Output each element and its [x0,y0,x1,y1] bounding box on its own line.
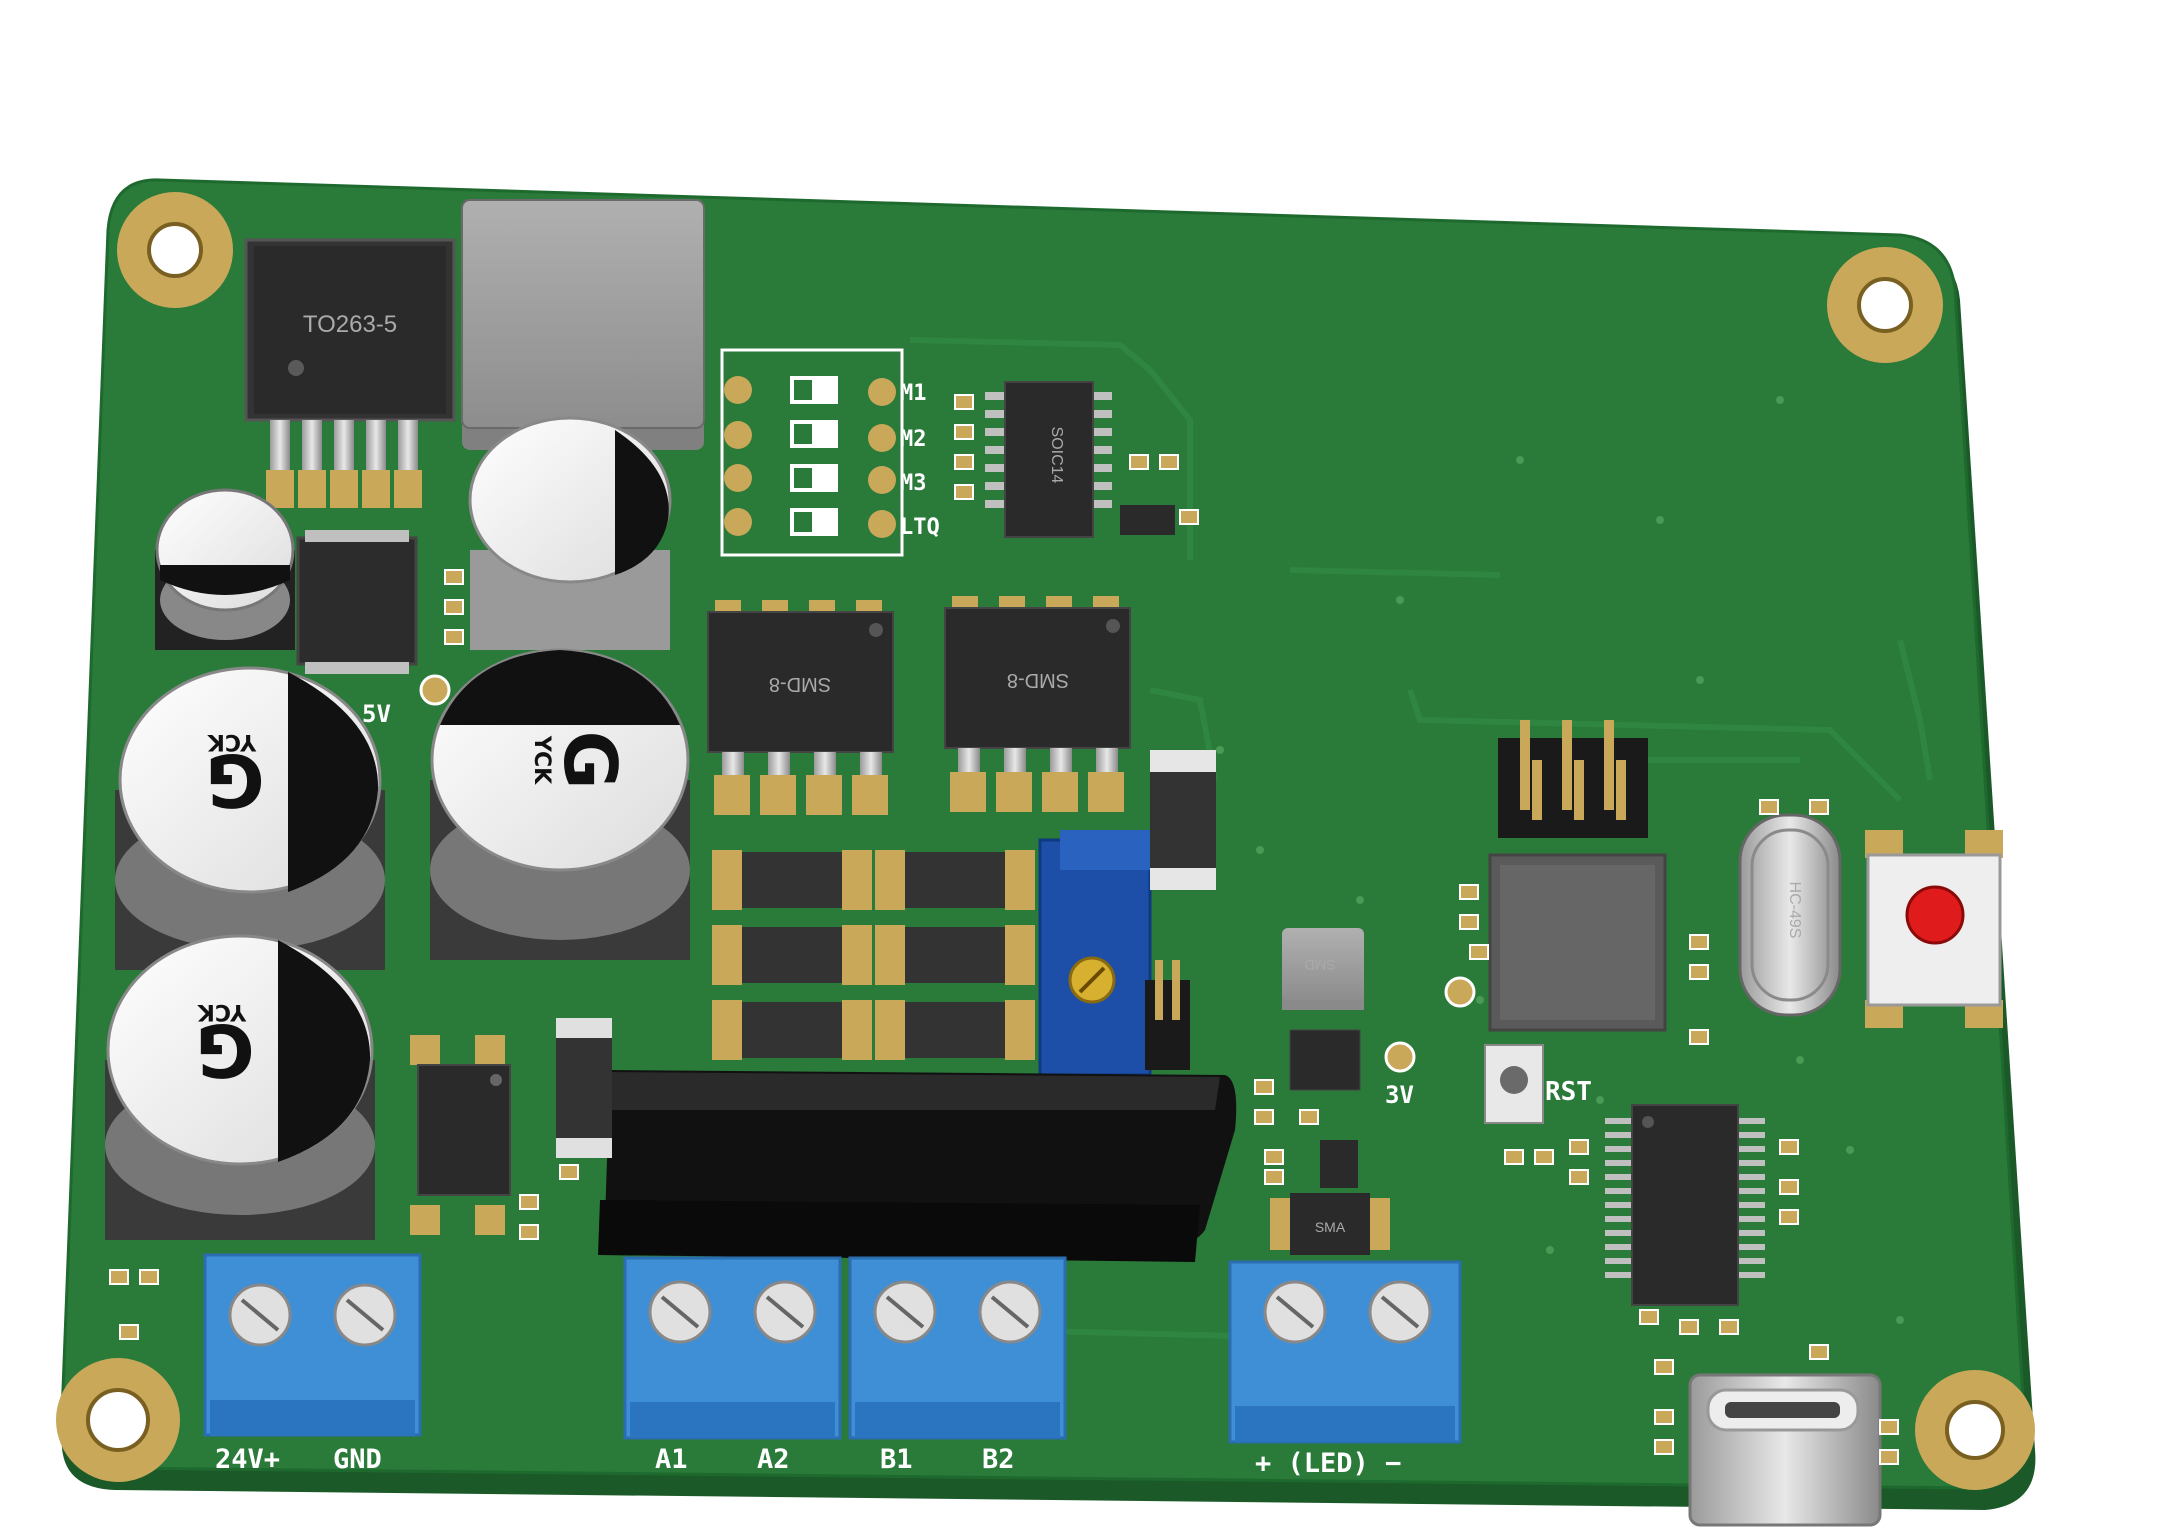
cap-brand: YCK [197,999,247,1024]
ic-tssop [1605,1104,1765,1306]
label-3v: 3V [1385,1081,1414,1109]
dip-switch[interactable] [720,348,904,557]
ic-smd8-left: SMD-8 [707,600,894,815]
regulator-to263: TO263-5 [244,238,456,508]
smd8-left-label: SMD-8 [769,673,831,695]
sot-small [1320,1140,1358,1188]
terminal-power[interactable] [203,1253,422,1437]
dip-label-m2: M2 [900,427,927,452]
label-a1: A1 [655,1444,688,1475]
label-24v: 24V+ [215,1444,280,1475]
mount-hole-icon [1827,247,1943,363]
inductor-small: SMD [1282,928,1364,1010]
jumper-header[interactable] [1145,960,1190,1070]
inductor-large [461,199,705,450]
diode-sma: SMA [1270,1193,1390,1255]
label-a2: A2 [757,1444,790,1475]
potentiometer-icon[interactable] [1038,830,1160,1077]
cap-brand: YCK [529,735,554,785]
label-gnd: GND [333,1444,382,1475]
mount-hole-icon [117,192,233,308]
resistor-large [1150,750,1216,890]
sma-label: SMA [1315,1219,1346,1235]
mount-hole-icon [56,1358,180,1482]
label-led: + (LED) − [1255,1448,1401,1479]
usb-c-icon[interactable] [1688,1373,1882,1527]
ic-soic14: SOIC14 [985,381,1112,538]
terminal-motor-b[interactable] [848,1256,1067,1440]
diode-smb [296,530,418,674]
cap-mark: G [548,730,632,789]
ic-buck [1289,1029,1361,1091]
crystal-hc49s: HC-49S [1738,813,1842,1017]
label-5v: 5V [362,700,391,728]
terminal-led[interactable] [1228,1260,1462,1444]
sot-transistor [1120,505,1175,535]
rst-button-small[interactable] [1484,1044,1544,1124]
label-b2: B2 [982,1444,1015,1475]
testpoint[interactable] [1444,976,1476,1008]
regulator-label: TO263-5 [303,311,397,338]
capacitor-medium [468,416,672,650]
rst-label: RST [1545,1077,1592,1107]
resistor-medium [556,1018,612,1158]
soic-label: SOIC14 [1048,427,1065,484]
inductor-label: SMD [1304,957,1335,973]
dip-label-ltq: LTQ [900,515,940,540]
ic-sop4 [410,1035,511,1235]
mcu-qfn [1488,853,1667,1032]
capacitor-small [155,488,295,650]
smd8-right-label: SMD-8 [1007,669,1069,691]
testpoint-5v[interactable] [419,674,451,706]
heatsink [598,1070,1237,1262]
passives [109,394,1899,1465]
crystal-label: HC-49S [1786,882,1803,939]
dip-label-m1: M1 [900,381,927,406]
testpoint-3v[interactable] [1384,1041,1416,1073]
mount-hole-icon [1915,1370,2035,1490]
cap-mark: G [195,1008,254,1092]
label-b1: B1 [880,1444,913,1475]
reset-button-icon[interactable] [1865,830,2003,1028]
capacitor-large-3: G YCK [430,648,690,960]
ic-smd8-right: SMD-8 [944,596,1131,812]
cap-brand: YCK [207,729,257,754]
capacitor-large-2: G YCK [105,934,375,1240]
dip-label-m3: M3 [900,471,927,496]
pin-header-2x3[interactable] [1498,720,1648,838]
cap-mark: G [205,738,264,822]
capacitor-large-1: G YCK [115,666,385,970]
terminal-motor-a[interactable] [623,1256,842,1440]
sense-resistors [712,850,1035,1060]
